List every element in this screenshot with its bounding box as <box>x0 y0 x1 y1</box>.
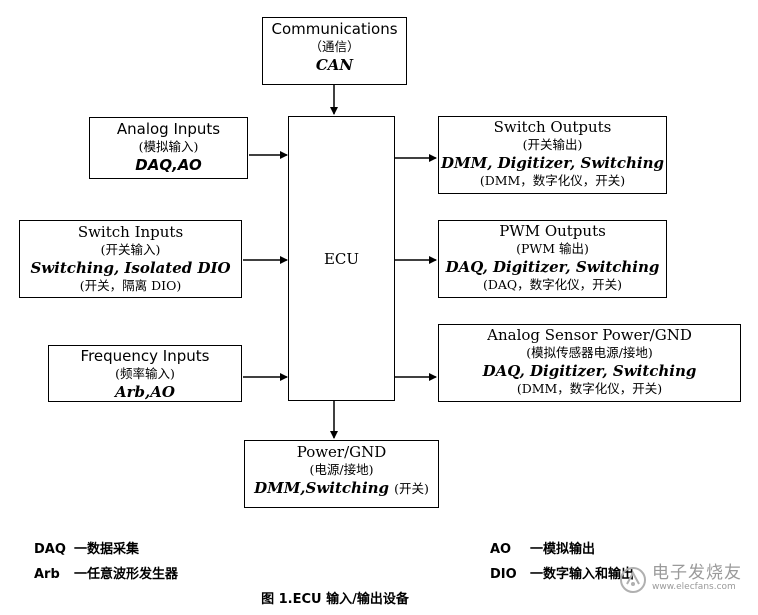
analog-sensor-sub: (模拟传感器电源/接地) <box>526 345 653 360</box>
figure-caption: 图 1.ECU 输入/输出设备 <box>261 592 409 607</box>
legend-arb-desc: 一任意波形发生器 <box>74 567 179 582</box>
switch-outputs-sub: (开关输出) <box>522 137 583 152</box>
watermark: 电子发烧友 www.elecfans.com <box>618 565 742 595</box>
legend-dio: DIO 一数字输入和输出 <box>490 563 634 582</box>
switch-outputs-note: (DMM，数字化仪，开关) <box>479 173 626 188</box>
pwm-outputs-box: PWM Outputs (PWM 输出) DAQ, Digitizer, Swi… <box>438 220 667 298</box>
watermark-main: 电子发烧友 <box>652 563 742 583</box>
frequency-inputs-sub: (频率输入) <box>115 366 175 381</box>
communications-bold: CAN <box>315 56 354 74</box>
communications-box: Communications （通信） CAN <box>262 17 407 85</box>
legend-ao: AO 一模拟输出 <box>490 538 595 557</box>
legend-arb-abbr: Arb <box>34 567 60 582</box>
watermark-sub: www.elecfans.com <box>652 582 736 592</box>
analog-sensor-title: Analog Sensor Power/GND <box>487 326 692 344</box>
switch-inputs-sub: (开关输入) <box>100 242 161 257</box>
legend-dio-desc: 一数字输入和输出 <box>530 567 635 582</box>
legend-arb: Arb 一任意波形发生器 <box>34 563 178 582</box>
power-gnd-title: Power/GND <box>296 443 387 461</box>
switch-outputs-title: Switch Outputs <box>493 118 612 136</box>
pwm-outputs-sub: (PWM 输出) <box>516 241 589 256</box>
power-gnd-note: (开关) <box>394 481 429 496</box>
pwm-outputs-bold: DAQ, Digitizer, Switching <box>445 258 660 276</box>
power-gnd-line3: DMM,Switching (开关) <box>245 479 438 498</box>
ecu-label: ECU <box>323 249 360 268</box>
legend-daq: DAQ 一数据采集 <box>34 538 139 557</box>
ecu-block: ECU <box>288 116 395 401</box>
legend-ao-abbr: AO <box>490 542 512 557</box>
switch-inputs-bold: Switching, Isolated DIO <box>30 259 231 277</box>
switch-inputs-title: Switch Inputs <box>77 223 184 241</box>
analog-inputs-box: Analog Inputs (模拟输入) DAQ,AO <box>89 117 248 179</box>
power-gnd-bold: DMM,Switching <box>254 479 390 497</box>
power-gnd-sub: (电源/接地) <box>309 462 374 477</box>
switch-inputs-note: (开关，隔离 DIO) <box>79 278 182 293</box>
analog-sensor-bold: DAQ, Digitizer, Switching <box>482 362 697 380</box>
frequency-inputs-box: Frequency Inputs (频率输入) Arb,AO <box>48 345 242 402</box>
switch-outputs-bold: DMM, Digitizer, Switching <box>440 154 664 172</box>
legend-daq-desc: 一数据采集 <box>74 542 140 557</box>
analog-inputs-sub: (模拟输入) <box>138 139 199 154</box>
communications-title: Communications <box>271 20 398 38</box>
analog-sensor-note: (DMM，数字化仪，开关) <box>516 381 663 396</box>
pwm-outputs-note: (DAQ，数字化仪，开关) <box>482 277 623 292</box>
legend-dio-abbr: DIO <box>490 567 517 582</box>
switch-outputs-box: Switch Outputs (开关输出) DMM, Digitizer, Sw… <box>438 116 667 194</box>
analog-inputs-title: Analog Inputs <box>116 120 221 138</box>
analog-sensor-box: Analog Sensor Power/GND (模拟传感器电源/接地) DAQ… <box>438 324 741 402</box>
analog-inputs-bold: DAQ,AO <box>135 156 202 174</box>
frequency-inputs-title: Frequency Inputs <box>80 347 210 365</box>
communications-sub: （通信） <box>309 39 360 54</box>
elecfans-logo-icon <box>620 567 646 593</box>
power-gnd-box: Power/GND (电源/接地) DMM,Switching (开关) <box>244 440 439 508</box>
frequency-inputs-bold: Arb,AO <box>115 383 175 401</box>
legend-daq-abbr: DAQ <box>34 542 66 557</box>
legend-ao-desc: 一模拟输出 <box>530 542 596 557</box>
switch-inputs-box: Switch Inputs (开关输入) Switching, Isolated… <box>19 220 242 298</box>
pwm-outputs-title: PWM Outputs <box>499 222 606 240</box>
